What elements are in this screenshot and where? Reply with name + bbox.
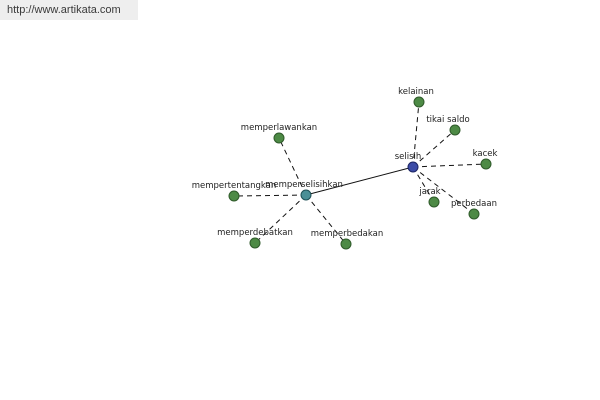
node-memperdebatkan[interactable]: memperdebatkan	[217, 228, 293, 249]
leaf-node-dot[interactable]	[413, 96, 425, 108]
node-label-memperbedakan: memperbedakan	[311, 229, 384, 239]
edge-tikai-saldo	[412, 129, 456, 168]
node-memperlawankan[interactable]: memperlawankan	[241, 123, 317, 144]
edge-memperbedakan	[305, 194, 347, 245]
node-label-perbedaan: perbedaan	[451, 199, 497, 209]
node-kelainan[interactable]: kelainan	[398, 87, 434, 108]
node-label-jarak: jarak	[418, 187, 440, 197]
leaf-node-dot[interactable]	[228, 190, 240, 202]
node-label-memperlawankan: memperlawankan	[241, 123, 317, 133]
node-label-kelainan: kelainan	[398, 87, 434, 97]
node-tikai-saldo[interactable]: tikai saldo	[426, 115, 470, 136]
edge-memperdebatkan	[254, 194, 307, 244]
node-memperselisihkan[interactable]: memperselisihkan	[265, 180, 343, 201]
node-label-tikai-saldo: tikai saldo	[426, 115, 469, 125]
node-memperbedakan[interactable]: memperbedakan	[311, 229, 384, 250]
node-label-kacek: kacek	[473, 149, 498, 159]
edge-perbedaan	[412, 166, 475, 215]
node-selisih[interactable]: selisih	[395, 152, 422, 173]
edge-jarak	[412, 166, 435, 203]
hub-node-dot[interactable]	[300, 189, 312, 201]
node-label-selisih: selisih	[395, 152, 422, 162]
leaf-node-dot[interactable]	[249, 237, 261, 249]
edge-kelainan	[412, 101, 420, 168]
leaf-node-dot[interactable]	[468, 208, 480, 220]
node-label-mempertentangkan: mempertentangkan	[192, 181, 277, 191]
node-kacek[interactable]: kacek	[473, 149, 498, 170]
node-label-memperselisihkan: memperselisihkan	[265, 180, 343, 190]
node-perbedaan[interactable]: perbedaan	[451, 199, 497, 220]
node-jarak[interactable]: jarak	[418, 187, 441, 208]
nodes: memperselisihkan selisih memperlawankan …	[192, 87, 498, 250]
source-url[interactable]: http://www.artikata.com	[0, 0, 138, 20]
node-label-memperdebatkan: memperdebatkan	[217, 228, 293, 238]
leaf-node-dot[interactable]	[340, 238, 352, 250]
leaf-node-dot[interactable]	[449, 124, 461, 136]
edge-memperselisihkan-selisih	[305, 166, 414, 196]
edge-kacek	[412, 163, 487, 168]
edges	[233, 101, 487, 245]
hub-node-dot[interactable]	[407, 161, 419, 173]
leaf-node-dot[interactable]	[273, 132, 285, 144]
edge-mempertentangkan	[233, 194, 307, 197]
leaf-node-dot[interactable]	[428, 196, 440, 208]
leaf-node-dot[interactable]	[480, 158, 492, 170]
node-mempertentangkan[interactable]: mempertentangkan	[192, 181, 277, 202]
edge-memperlawankan	[278, 137, 307, 196]
